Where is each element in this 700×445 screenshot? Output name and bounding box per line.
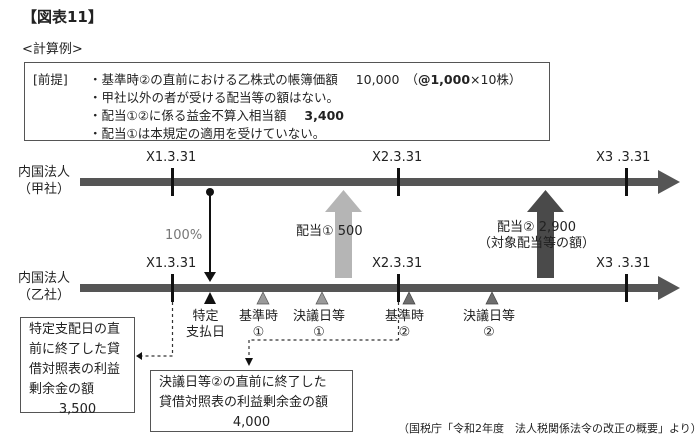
note-left-line2: 前に終了した貸 — [29, 342, 121, 357]
ownership-arrow — [204, 188, 216, 282]
tick-mark-bottom-x3 — [625, 274, 628, 302]
payment-date-line2: 支払日 — [186, 325, 226, 340]
resolution1-label: 決議日等 ① — [293, 309, 345, 341]
premise-line-1-text: ・基準時②の直前における乙株式の帳簿価額 — [89, 72, 338, 87]
resolution2-line1: 決議日等 — [463, 309, 516, 324]
base1-label: 基準時 ① — [239, 309, 278, 341]
note-bottom-line1: 決議日等②の直前に終了した — [159, 375, 327, 390]
base2-label: 基準時 ② — [385, 309, 424, 341]
premise-box: [前提] ・基準時②の直前における乙株式の帳簿価額 10,000 （@1,000×1… — [24, 62, 550, 141]
tick-label-bottom-x3: X3 .3.31 — [596, 256, 651, 271]
note-left-connector — [136, 302, 174, 360]
base1-line1: 基準時 — [239, 309, 279, 324]
source-note: （国税庁「令和2年度 法人税関係法令の改正の概要」より） — [398, 422, 700, 435]
dividend2-sub: （対象配当等の額） — [478, 236, 596, 251]
tick-mark-top-x3 — [625, 168, 628, 196]
timeline-top — [80, 170, 680, 194]
example-subtitle: <計算例> — [22, 42, 83, 57]
dividend2-amount: 配当② 2,900 — [497, 220, 577, 235]
entity-top-label: 内国法人 （甲社） — [18, 164, 70, 198]
entity-top-line1: 内国法人 — [18, 165, 71, 180]
premise-line-1-detail-post: ×10株） — [470, 72, 522, 87]
dividend2-label: 配当② 2,900 （対象配当等の額） — [478, 220, 595, 252]
note-left-amount: 3,500 — [58, 402, 97, 417]
premise-line-1: ・基準時②の直前における乙株式の帳簿価額 10,000 （@1,000×10株） — [89, 69, 521, 88]
premise-line-4: ・配当①は本規定の適用を受けていない。 — [89, 126, 326, 141]
dividend2-arrow — [527, 190, 564, 278]
entity-bottom-label: 内国法人 （乙社） — [18, 270, 70, 304]
tick-mark-top-x2 — [397, 168, 400, 196]
resolution2-triangle — [485, 291, 499, 305]
payment-date-triangle — [204, 292, 216, 304]
note-left-line4: 剰余金の額 — [29, 382, 95, 397]
base2-triangle — [402, 291, 416, 305]
note-left-line1: 特定支配日の直 — [29, 322, 121, 337]
premise-line-1-detail-pre: （ — [405, 72, 418, 87]
resolution2-label: 決議日等 ② — [463, 309, 515, 341]
tick-label-top-x2: X2.3.31 — [372, 150, 423, 165]
entity-bottom-line2: （乙社） — [18, 288, 71, 303]
premise-line-1-detail-bold: @1,000 — [417, 72, 471, 87]
premise-line-1-value: 10,000 — [355, 72, 400, 87]
dividend1-label: 配当① 500 — [296, 224, 363, 239]
figure-title: 【図表11】 — [22, 8, 103, 26]
tick-label-top-x1: X1.3.31 — [146, 150, 197, 165]
resolution1-line2: ① — [313, 325, 325, 340]
note-bottom-box: 決議日等②の直前に終了した 貸借対照表の利益剰余金の額 4,000 — [150, 370, 353, 432]
premise-line-2: ・甲社以外の者が受ける配当等の額はない。 — [89, 90, 340, 105]
tick-label-top-x3: X3 .3.31 — [596, 150, 651, 165]
tick-label-bottom-x1: X1.3.31 — [146, 256, 197, 271]
base2-line2: ② — [398, 325, 411, 340]
entity-bottom-line1: 内国法人 — [18, 271, 71, 286]
timeline-bottom — [80, 276, 680, 300]
tick-mark-bottom-x1 — [171, 274, 174, 302]
tick-mark-bottom-x2 — [397, 274, 400, 302]
base2-line1: 基準時 — [385, 309, 425, 324]
ownership-percent: 100% — [165, 228, 203, 243]
premise-line-3-text: ・配当①②に係る益金不算入相当額 — [89, 108, 287, 123]
tick-mark-top-x1 — [171, 168, 174, 196]
premise-line-3: ・配当①②に係る益金不算入相当額 3,400 — [89, 105, 344, 124]
resolution2-line2: ② — [483, 325, 495, 340]
resolution1-triangle — [315, 291, 329, 305]
resolution1-line1: 決議日等 — [293, 309, 346, 324]
note-bottom-amount: 4,000 — [232, 415, 271, 430]
payment-date-label: 特定 支払日 — [186, 309, 225, 341]
dividend1-arrow — [325, 190, 362, 278]
note-left-line3: 借対照表の利益 — [29, 362, 121, 377]
entity-top-line2: （甲社） — [18, 182, 71, 197]
premise-tag: [前提] — [33, 72, 68, 87]
note-bottom-line2: 貸借対照表の利益剰余金の額 — [159, 395, 329, 410]
note-bottom-connector — [245, 302, 400, 366]
note-left-box: 特定支配日の直 前に終了した貸 借対照表の利益 剰余金の額 3,500 — [20, 317, 135, 417]
payment-date-line1: 特定 — [192, 309, 219, 324]
premise-line-3-value: 3,400 — [304, 108, 344, 123]
base1-triangle — [256, 291, 270, 305]
tick-label-bottom-x2: X2.3.31 — [372, 256, 423, 271]
base1-line2: ① — [252, 325, 265, 340]
